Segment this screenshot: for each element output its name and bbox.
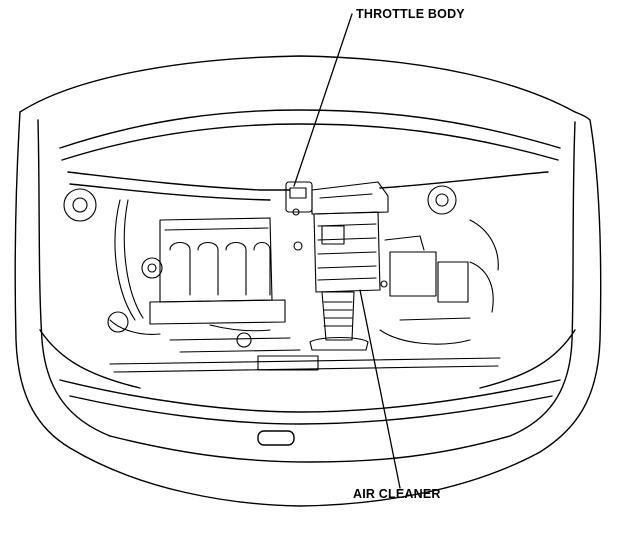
engine-bay-components (63, 181, 501, 373)
throttle-body-leader (293, 13, 353, 187)
callout-leaders (293, 13, 401, 489)
vehicle-body-outline (14, 55, 602, 507)
air-cleaner-callout-label: AIR CLEANER (353, 487, 441, 501)
throttle-body-callout-label: THROTTLE BODY (356, 7, 465, 21)
air-cleaner-leader (359, 289, 401, 489)
